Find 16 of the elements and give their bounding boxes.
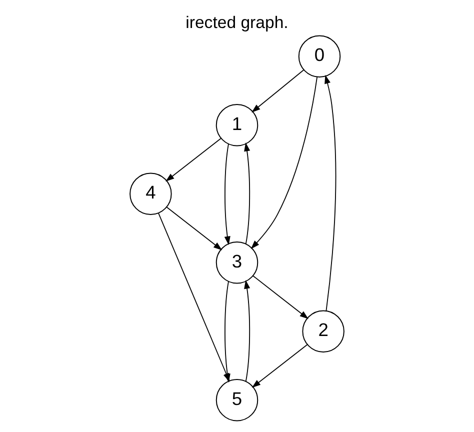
node-circle: 5 (216, 378, 258, 422)
arrow (224, 143, 230, 246)
node-circle: 0 (298, 35, 341, 78)
arrow (252, 69, 304, 112)
node-circle: 2 (302, 310, 344, 352)
arrow (250, 76, 318, 249)
arrow (166, 206, 222, 250)
node-circle: 1 (216, 104, 258, 146)
arrow (166, 138, 222, 182)
node-circle: 4 (130, 172, 172, 215)
arrow (244, 280, 250, 382)
arrow (252, 344, 308, 388)
arrow (252, 275, 308, 320)
arrow (324, 74, 336, 312)
arrow (244, 142, 250, 244)
diagram-title: irected graph. (186, 12, 288, 32)
